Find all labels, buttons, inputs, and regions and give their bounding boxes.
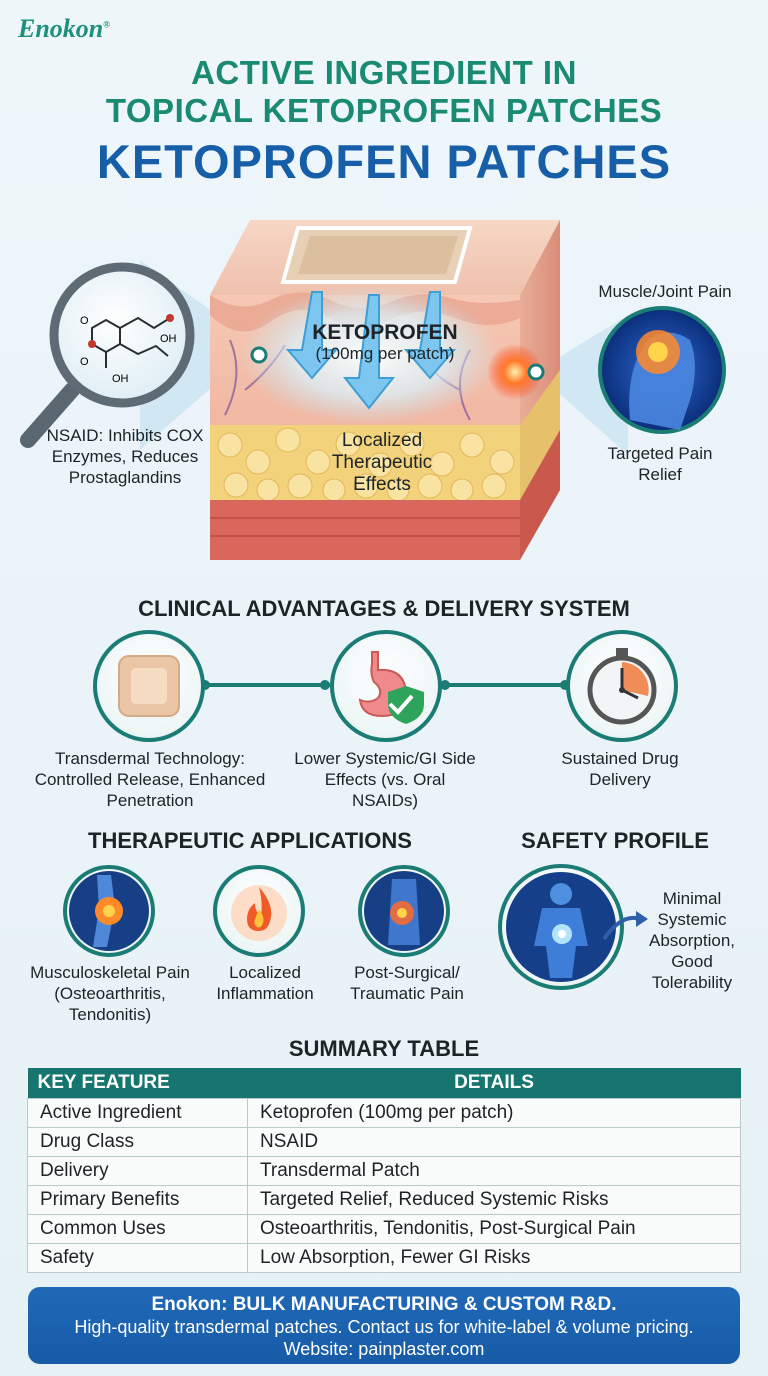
application-caption-2: Localized Inflammation — [216, 963, 314, 1003]
clinical-caption-3: Sustained Drug Delivery — [561, 749, 679, 789]
svg-text:OH: OH — [112, 373, 129, 385]
table-header-cell: DETAILS — [247, 1068, 741, 1099]
safety-caption: Minimal Systemic Absorption, Good Tolera… — [649, 889, 735, 992]
connector-line — [440, 683, 570, 687]
applications-section-title: THERAPEUTIC APPLICATIONS — [88, 828, 412, 853]
stomach-shield-icon — [330, 630, 442, 742]
svg-text:O: O — [80, 315, 89, 327]
stopwatch-icon — [566, 630, 678, 742]
dose-label: (100mg per patch) — [315, 344, 455, 363]
skin-cross-section-illustration: O O OH OH — [20, 220, 726, 560]
table-cell: Active Ingredient — [27, 1098, 248, 1128]
patch-icon — [93, 630, 205, 742]
safety-section-title: SAFETY PROFILE — [521, 828, 709, 853]
nsaid-caption: NSAID: Inhibits COX Enzymes, Reduces Pro… — [46, 426, 204, 487]
table-cell: Primary Benefits — [27, 1185, 248, 1215]
connector-dot — [320, 680, 330, 690]
knee-icon — [63, 865, 155, 957]
table-row: Safety Low Absorption, Fewer GI Risks — [27, 1243, 741, 1273]
svg-text:OH: OH — [160, 333, 177, 345]
footer-banner: Enokon: BULK MANUFACTURING & CUSTOM R&D.… — [28, 1287, 740, 1364]
table-cell: Delivery — [27, 1156, 248, 1186]
clinical-section-title: CLINICAL ADVANTAGES & DELIVERY SYSTEM — [138, 596, 630, 621]
flame-icon — [213, 865, 305, 957]
table-cell: Common Uses — [27, 1214, 248, 1244]
clinical-caption-1: Transdermal Technology: Controlled Relea… — [34, 749, 266, 810]
connector-dot — [200, 680, 210, 690]
table-header-row: KEY FEATURE DETAILS — [27, 1068, 741, 1099]
table-cell: Low Absorption, Fewer GI Risks — [247, 1243, 741, 1273]
connector-dot — [560, 680, 570, 690]
body-icon — [498, 864, 624, 990]
effect-label: Localized Therapeutic Effects — [331, 430, 433, 495]
connector-dot — [440, 680, 450, 690]
pain-caption: Targeted Pain Relief — [607, 444, 713, 484]
brand-logo: Enokon® — [18, 14, 110, 43]
table-row: Common Uses Osteoarthritis, Tendonitis, … — [27, 1214, 741, 1244]
title-line-1: ACTIVE INGREDIENT IN — [191, 54, 577, 91]
table-cell: Transdermal Patch — [247, 1156, 741, 1186]
table-cell: Targeted Relief, Reduced Systemic Risks — [247, 1185, 741, 1215]
footer-line-1: Enokon: BULK MANUFACTURING & CUSTOM R&D. — [151, 1294, 617, 1315]
summary-table: KEY FEATURE DETAILS Active Ingredient Ke… — [27, 1068, 741, 1273]
table-row: Drug Class NSAID — [27, 1127, 741, 1157]
back-pain-icon — [358, 865, 450, 957]
table-row: Delivery Transdermal Patch — [27, 1156, 741, 1186]
footer-line-2: High-quality transdermal patches. Contac… — [74, 1317, 694, 1337]
table-cell: NSAID — [247, 1127, 741, 1157]
pain-title: Muscle/Joint Pain — [598, 282, 732, 301]
table-row: Active Ingredient Ketoprofen (100mg per … — [27, 1098, 741, 1128]
connector-line — [200, 683, 330, 687]
summary-table-wrapper: KEY FEATURE DETAILS Active Ingredient Ke… — [27, 1068, 741, 1273]
svg-text:O: O — [80, 356, 89, 368]
clinical-caption-2: Lower Systemic/GI Side Effects (vs. Oral… — [294, 749, 476, 810]
table-cell: Safety — [27, 1243, 248, 1273]
drug-name-label: KETOPROFEN — [312, 321, 458, 344]
table-cell: Drug Class — [27, 1127, 248, 1157]
footer-website-link[interactable]: Website: painplaster.com — [283, 1339, 485, 1359]
table-cell: Ketoprofen (100mg per patch) — [247, 1098, 741, 1128]
absorption-arrow-icon — [602, 911, 648, 941]
title-line-2: TOPICAL KETOPROFEN PATCHES — [105, 92, 663, 129]
table-cell: Osteoarthritis, Tendonitis, Post-Surgica… — [247, 1214, 741, 1244]
application-caption-3: Post-Surgical/ Traumatic Pain — [350, 963, 464, 1003]
application-caption-1: Musculoskeletal Pain (Osteoarthritis, Te… — [30, 963, 190, 1024]
table-header-cell: KEY FEATURE — [27, 1068, 248, 1099]
title-line-3: KETOPROFEN PATCHES — [96, 135, 672, 188]
table-row: Primary Benefits Targeted Relief, Reduce… — [27, 1185, 741, 1215]
summary-section-title: SUMMARY TABLE — [288, 1036, 480, 1061]
